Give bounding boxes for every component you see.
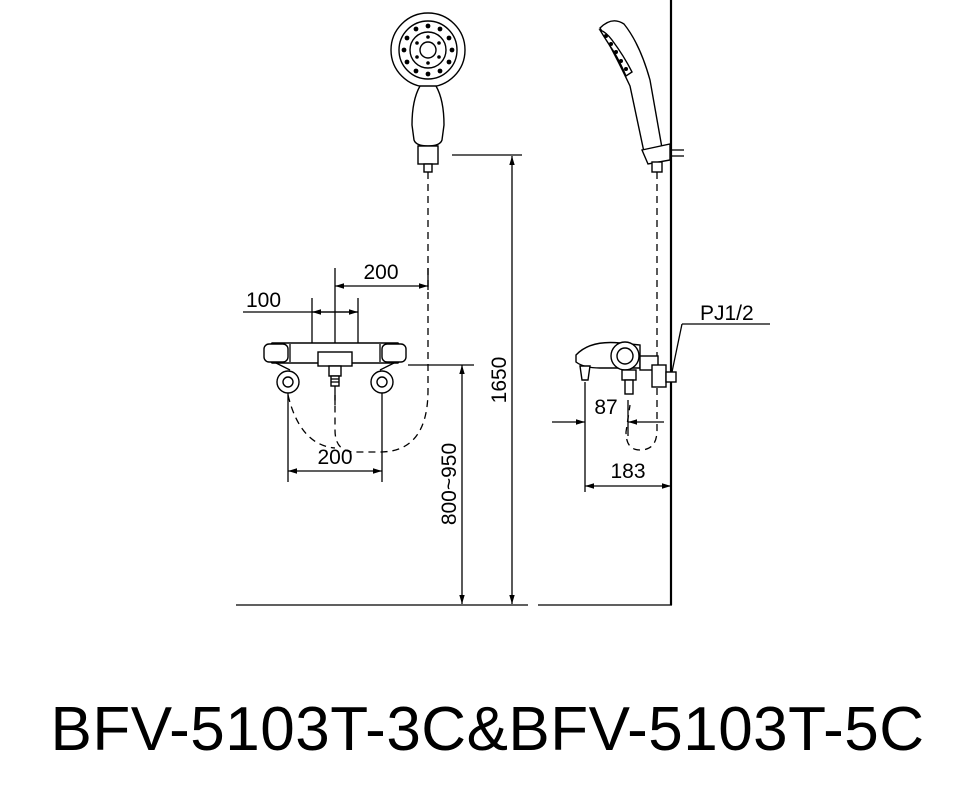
nozzle-pattern	[401, 23, 455, 77]
front-view-shower-handle	[411, 85, 445, 147]
dim-hose-offset: 200	[335, 261, 428, 289]
dim-spout-projection-label: 87	[594, 396, 617, 419]
dim-mount-height-label: 800~950	[438, 443, 461, 525]
dim-wall-projection: 183	[585, 460, 671, 489]
dim-hose-offset-label: 200	[363, 261, 398, 284]
front-view-outlet-nipple	[328, 365, 342, 387]
side-view-thread-leader	[671, 323, 683, 373]
dim-center-offset: 100	[246, 289, 358, 315]
front-view-inlet-loop	[287, 394, 336, 449]
model-number-title: BFV-5103T-3C&BFV-5103T-5C	[50, 695, 925, 764]
side-view-mixer	[575, 341, 677, 395]
dim-inlet-spacing: 200	[288, 446, 382, 474]
dim-spout-projection: 87	[552, 382, 664, 492]
side-view-shower-hose	[625, 172, 658, 451]
front-view-mixer-body	[263, 342, 407, 371]
front-view-inlet-right	[370, 370, 394, 394]
dim-inlet-spacing-label: 200	[317, 446, 352, 469]
side-view-shower-bracket	[641, 143, 684, 173]
dim-center-offset-label: 100	[246, 289, 281, 312]
front-view-shower-head	[390, 12, 466, 88]
pipe-thread-label: PJ1/2	[700, 302, 754, 325]
dim-shower-height: 1650	[452, 154, 522, 604]
front-view-shower-hose	[334, 172, 429, 453]
dim-shower-height-label: 1650	[488, 357, 511, 404]
side-view-shower-head	[598, 20, 663, 153]
front-view-inlet-left	[276, 370, 300, 394]
dim-wall-projection-label: 183	[610, 460, 645, 483]
front-view-hose-connector	[417, 145, 439, 173]
dim-mount-height: 800~950	[408, 364, 474, 604]
